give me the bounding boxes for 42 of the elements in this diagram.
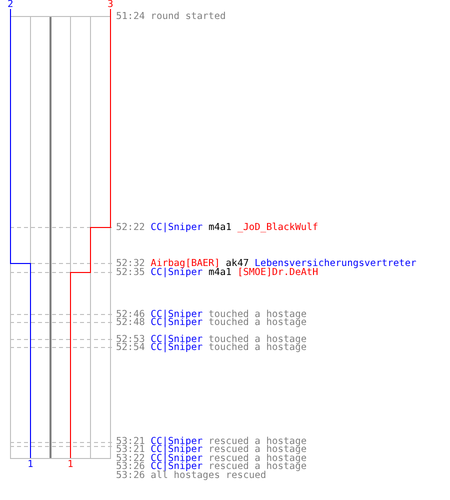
weapon-name: ak47 [226,258,249,268]
timestamp: 52:48 [116,316,145,328]
timestamp: 52:53 [116,334,145,344]
event-text: rescued a hostage [208,461,307,472]
player-count: 1 [68,460,74,469]
player-count: 2 [8,0,14,9]
weapon-name: m4a1 [208,222,232,232]
timestamp: 53:21 [116,436,145,446]
player-name: CC|Sniper [150,316,203,328]
event-text: rescued a hostage [208,444,307,455]
player-name: CC|Sniper [150,308,203,320]
player-name: CC|Sniper [150,222,203,232]
timestamp: 52:32 [116,258,145,268]
player-name: Lebensversicherungsvertreter [254,258,416,268]
timestamp: 52:22 [116,222,145,232]
player-name: CC|Sniper [150,334,203,344]
timestamp: 52:46 [116,308,145,320]
timestamp: 51:24 [116,10,145,22]
weapon-name: m4a1 [208,266,232,278]
event-text: touched a hostage [208,316,307,328]
player-name: CC|Sniper [150,461,203,472]
event-text: rescued a hostage [208,452,307,464]
timestamp: 53:26 [116,461,145,472]
player-name: CC|Sniper [150,342,203,352]
player-name: CC|Sniper [150,266,203,278]
event-text: rescued a hostage [208,436,307,446]
player-name: CC|Sniper [150,444,203,455]
player-name: CC|Sniper [150,452,203,464]
timestamp: 53:26 [116,470,145,480]
timestamp: 53:22 [116,452,145,464]
timestamp: 52:54 [116,342,145,352]
player-count: 1 [28,460,34,469]
event-text: round started [150,10,226,22]
player-count: 3 [108,0,114,9]
event-text: all hostages rescued [150,470,266,480]
player-name: Airbag[BAER] [150,258,220,268]
timestamp: 52:35 [116,266,145,278]
player-name: _JoD_BlackWulf [237,222,318,232]
player-name: [SMOE]Dr.DeAtH [237,266,318,278]
event-text: touched a hostage [208,342,307,352]
timestamp: 53:21 [116,444,145,455]
player-name: CC|Sniper [150,436,203,446]
